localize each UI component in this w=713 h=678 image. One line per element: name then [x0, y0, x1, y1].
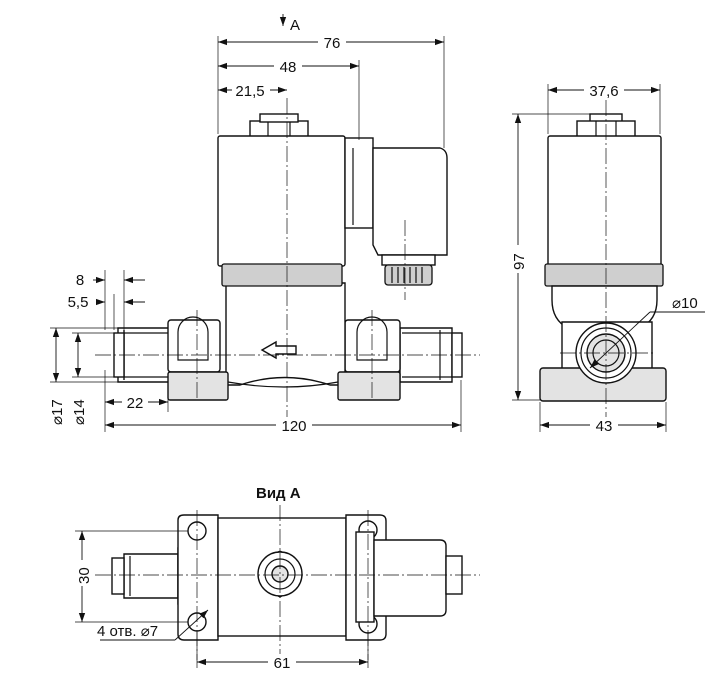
side-view: 37,6 97 ⌀10 43 — [506, 82, 705, 435]
dim-37-6: 37,6 — [589, 83, 618, 100]
dim-5-5: 5,5 — [68, 294, 89, 311]
flow-arrow-icon — [260, 340, 297, 360]
dim-holes: 4 отв. ⌀7 — [97, 623, 158, 640]
front-view: A 76 48 21,5 8 5,5 ⌀17 — [49, 14, 480, 435]
dim-120: 120 — [281, 418, 306, 435]
dim-21-5: 21,5 — [235, 83, 264, 100]
dim-48: 48 — [280, 59, 297, 76]
view-marker: A — [279, 14, 300, 34]
dim-97: 97 — [511, 253, 528, 270]
dim-76: 76 — [324, 35, 341, 52]
dim-8: 8 — [76, 272, 84, 289]
view-a: Вид А 30 — [72, 485, 480, 672]
dim-dia17: ⌀17 — [49, 399, 66, 425]
solenoid-coil — [217, 113, 448, 287]
view-marker-label: A — [290, 17, 300, 34]
dim-dia10: ⌀10 — [672, 295, 698, 312]
dim-30: 30 — [76, 567, 93, 584]
valve-body — [167, 282, 401, 401]
dim-dia14: ⌀14 — [71, 399, 88, 425]
dim-22: 22 — [127, 395, 144, 412]
dim-43: 43 — [596, 418, 613, 435]
dim-61: 61 — [274, 655, 291, 672]
view-a-title: Вид А — [256, 485, 301, 502]
